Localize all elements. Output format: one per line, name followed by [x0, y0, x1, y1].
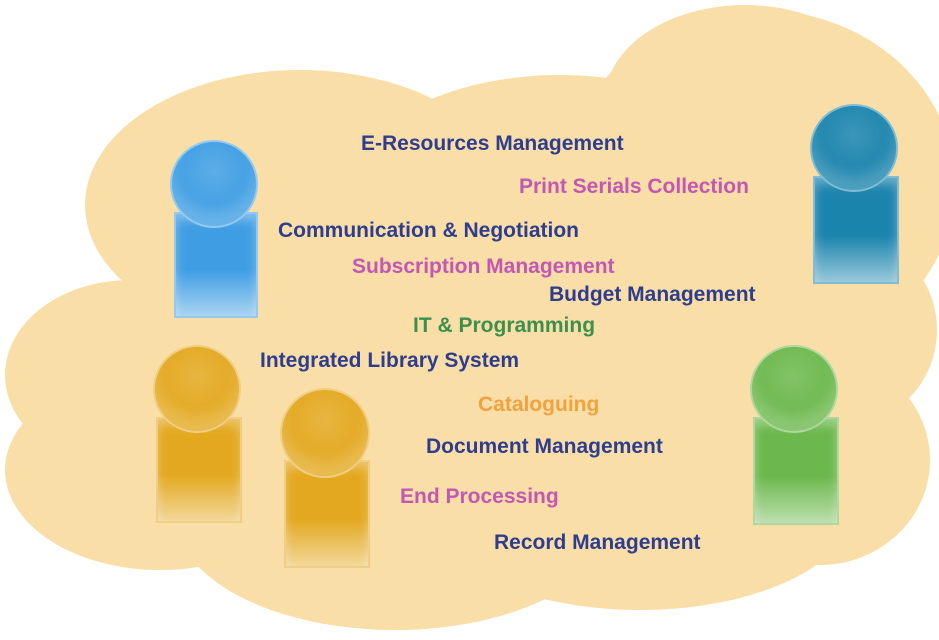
skill-label: Cataloguing	[478, 393, 600, 416]
skill-label: Print Serials Collection	[519, 175, 749, 198]
skill-label: E-Resources Management	[361, 132, 624, 155]
skill-label: Document Management	[426, 435, 663, 458]
person-body	[813, 176, 899, 284]
teal-person-icon	[810, 104, 900, 356]
person-body	[284, 460, 370, 568]
person-head	[750, 345, 838, 433]
skill-label: IT & Programming	[413, 314, 596, 337]
gold-person-icon	[153, 345, 243, 595]
blue-person-icon	[170, 140, 260, 390]
skill-label: Record Management	[494, 531, 701, 554]
person-head	[280, 388, 370, 478]
green-person-icon	[750, 345, 840, 597]
person-head	[810, 104, 898, 192]
skill-label: Integrated Library System	[260, 349, 520, 372]
person-body	[753, 417, 839, 525]
skill-label: Subscription Management	[352, 255, 615, 278]
skill-label: Communication & Negotiation	[278, 219, 579, 242]
person-head	[170, 140, 258, 228]
person-head	[153, 345, 241, 433]
skill-label: Budget Management	[549, 283, 756, 306]
skill-label: End Processing	[400, 485, 559, 508]
gold-person-icon	[280, 388, 372, 640]
